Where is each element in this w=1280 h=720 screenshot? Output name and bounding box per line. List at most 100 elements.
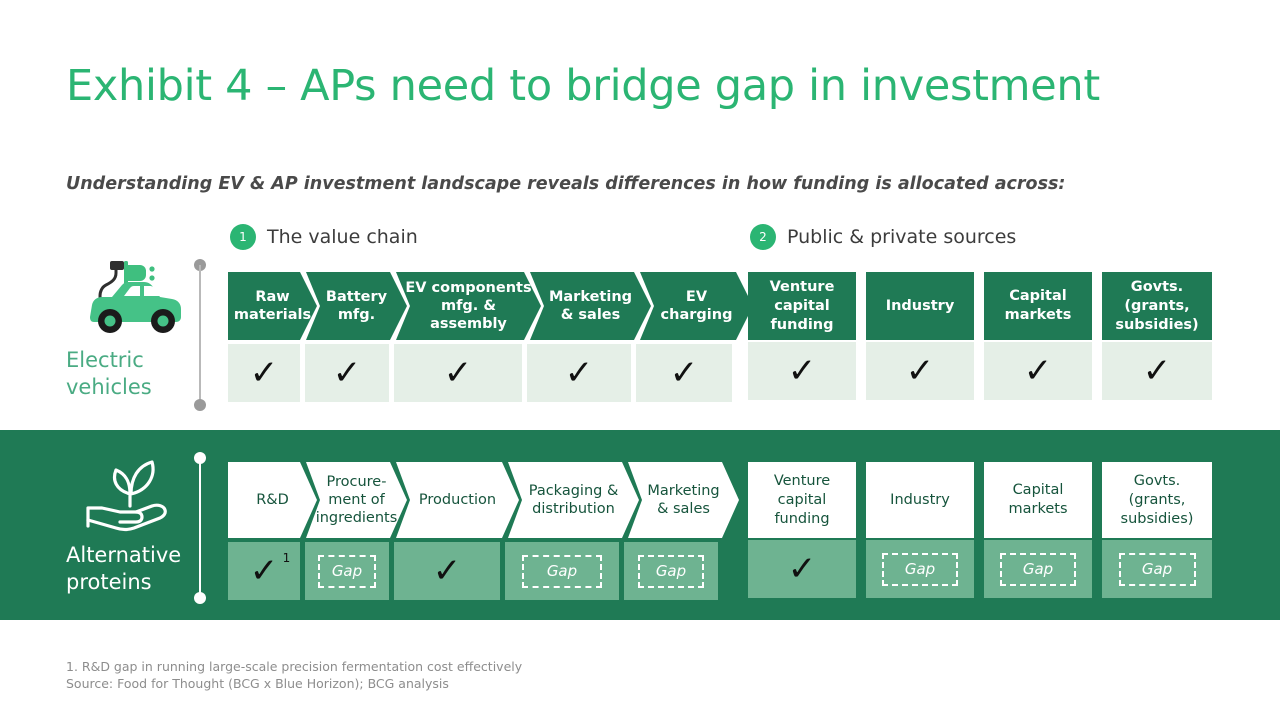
check-icon: ✓	[443, 353, 473, 393]
check-icon: ✓	[905, 351, 935, 391]
source-status-cell[interactable]: Gap	[1102, 540, 1212, 598]
status-cell-ap[interactable]: ✓1	[228, 542, 300, 600]
value-chain-status-ev: ✓ ✓ ✓ ✓ ✓	[228, 344, 737, 402]
value-chain-step-label: R&D	[256, 492, 289, 508]
check-icon: ✓1	[249, 551, 291, 591]
source-status-cell[interactable]: ✓	[1102, 342, 1212, 400]
status-cell-ap[interactable]: Gap	[624, 542, 718, 600]
section-badge-1: 1	[230, 224, 256, 250]
gap-badge: Gap	[1118, 552, 1196, 586]
source-header: Govts.(grants,subsidies)	[1102, 272, 1212, 340]
value-chain-step-label: Marketing& sales	[548, 289, 633, 323]
connector-dot-bottom-ap	[194, 592, 206, 604]
gap-badge: Gap	[638, 554, 704, 588]
source-status-cell[interactable]: ✓	[748, 540, 856, 598]
check-icon: ✓	[1023, 351, 1053, 391]
value-chain-step-ap[interactable]: Packaging &distribution	[508, 462, 639, 538]
gap-badge: Gap	[522, 554, 602, 588]
source-column-ev[interactable]: Govts.(grants,subsidies) ✓	[1102, 272, 1212, 400]
value-chain-step-label: Production	[418, 492, 497, 508]
page-title: Exhibit 4 – APs need to bridge gap in in…	[66, 61, 1100, 111]
source-status-cell[interactable]: Gap	[866, 540, 974, 598]
section-badge-2: 2	[750, 224, 776, 250]
source-status-cell[interactable]: ✓	[984, 342, 1092, 400]
check-icon: ✓	[564, 353, 594, 393]
check-icon: ✓	[787, 549, 817, 589]
connector-stem-ev	[199, 265, 201, 405]
electric-car-charging-icon	[68, 255, 188, 345]
section-title-value-chain: The value chain	[267, 226, 418, 248]
connector-line-ev	[194, 259, 206, 411]
gap-badge: Gap	[1000, 552, 1076, 586]
section-header-sources: 2 Public & private sources	[750, 224, 1016, 250]
gap-badge: Gap	[882, 552, 958, 586]
check-icon: ✓	[249, 353, 279, 393]
connector-dot-bottom-ev	[194, 399, 206, 411]
gap-badge: Gap	[317, 554, 377, 588]
source-header: Govts.(grants,subsidies)	[1102, 462, 1212, 538]
value-chain-status-ap: ✓1 Gap ✓ Gap Gap	[228, 542, 723, 600]
source-column-ap[interactable]: Govts.(grants,subsidies) Gap	[1102, 462, 1212, 598]
footnote-source: Source: Food for Thought (BCG x Blue Hor…	[66, 676, 449, 691]
check-icon: ✓	[332, 353, 362, 393]
check-icon: ✓	[669, 353, 699, 393]
source-header: Industry	[866, 462, 974, 538]
check-icon: ✓	[432, 551, 462, 591]
value-chain-step-ap[interactable]: Production	[396, 462, 519, 538]
value-chain-step-ev[interactable]: Marketing& sales	[530, 272, 651, 340]
source-header: Industry	[866, 272, 974, 340]
hand-holding-sprout-icon	[68, 450, 188, 540]
value-chain-step-ap[interactable]: R&D	[228, 462, 317, 538]
value-chain-step-label: Packaging &distribution	[528, 483, 619, 517]
connector-line-ap	[194, 452, 206, 604]
status-cell-ev[interactable]: ✓	[305, 344, 389, 402]
source-status-cell[interactable]: ✓	[748, 342, 856, 400]
connector-stem-ap	[199, 458, 201, 598]
check-icon: ✓	[1142, 351, 1172, 391]
status-cell-ev[interactable]: ✓	[394, 344, 522, 402]
status-cell-ap[interactable]: Gap	[505, 542, 619, 600]
status-cell-ap[interactable]: Gap	[305, 542, 389, 600]
page-subtitle: Understanding EV & AP investment landsca…	[66, 174, 1066, 194]
footnote-marker: 1	[282, 551, 291, 565]
status-cell-ap[interactable]: ✓	[394, 542, 500, 600]
footnotes: 1. R&D gap in running large-scale precis…	[66, 658, 966, 692]
source-status-cell[interactable]: Gap	[984, 540, 1092, 598]
status-cell-ev[interactable]: ✓	[228, 344, 300, 402]
section-title-sources: Public & private sources	[787, 226, 1017, 248]
section-header-value-chain: 1 The value chain	[230, 224, 418, 250]
status-cell-ev[interactable]: ✓	[527, 344, 631, 402]
source-status-cell[interactable]: ✓	[866, 342, 974, 400]
status-cell-ev[interactable]: ✓	[636, 344, 732, 402]
check-icon: ✓	[787, 351, 817, 391]
source-column-ev[interactable]: Industry ✓	[866, 272, 974, 400]
footnote-1: 1. R&D gap in running large-scale precis…	[66, 659, 523, 674]
value-chain-step-ap[interactable]: Marketing& sales	[628, 462, 739, 538]
